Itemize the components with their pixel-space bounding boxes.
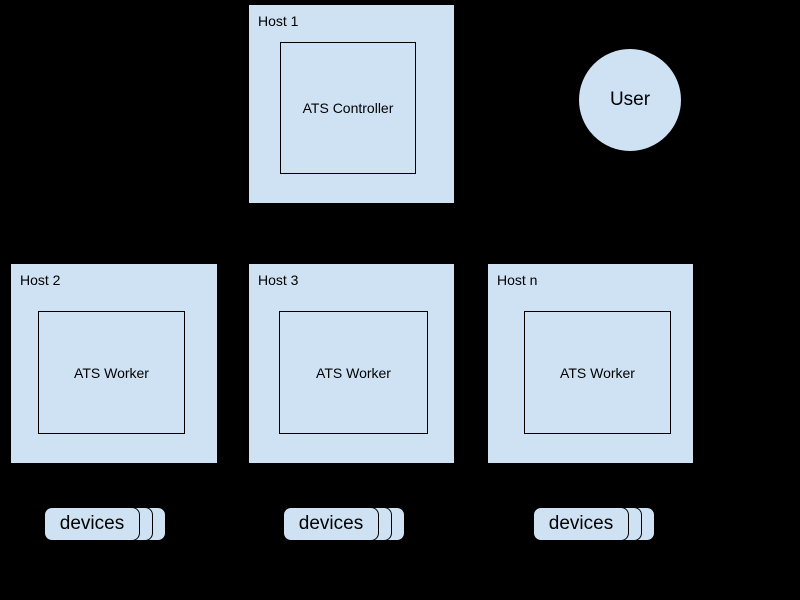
devices-stack-1-front: devices [44, 507, 140, 541]
ats-worker-box-1: ATS Worker [38, 311, 185, 434]
devices-label-3: devices [548, 513, 614, 534]
host-3-box: Host 3 ATS Worker [248, 263, 455, 464]
ats-controller-label: ATS Controller [302, 100, 394, 116]
devices-stack-3: devices [533, 507, 657, 543]
ats-worker-label-2: ATS Worker [316, 364, 391, 381]
ats-controller-box: ATS Controller [280, 42, 416, 174]
devices-stack-2: devices [283, 507, 407, 543]
devices-stack-3-front: devices [533, 507, 629, 541]
host-3-label: Host 3 [258, 272, 299, 288]
host-n-box: Host n ATS Worker [487, 263, 694, 464]
devices-stack-2-front: devices [283, 507, 379, 541]
host-1-box: Host 1 ATS Controller [248, 4, 455, 204]
ats-worker-box-3: ATS Worker [524, 311, 671, 434]
devices-label-2: devices [298, 513, 364, 534]
user-node: User [578, 48, 682, 152]
ats-worker-label-3: ATS Worker [560, 364, 635, 381]
devices-label-1: devices [59, 513, 125, 534]
host-1-label: Host 1 [258, 13, 299, 29]
host-n-label: Host n [497, 272, 538, 288]
ats-worker-box-2: ATS Worker [279, 311, 428, 434]
host-2-label: Host 2 [20, 272, 61, 288]
host-2-box: Host 2 ATS Worker [10, 263, 218, 464]
devices-stack-1: devices [44, 507, 168, 543]
user-label: User [609, 89, 651, 110]
ats-worker-label-1: ATS Worker [74, 364, 149, 381]
